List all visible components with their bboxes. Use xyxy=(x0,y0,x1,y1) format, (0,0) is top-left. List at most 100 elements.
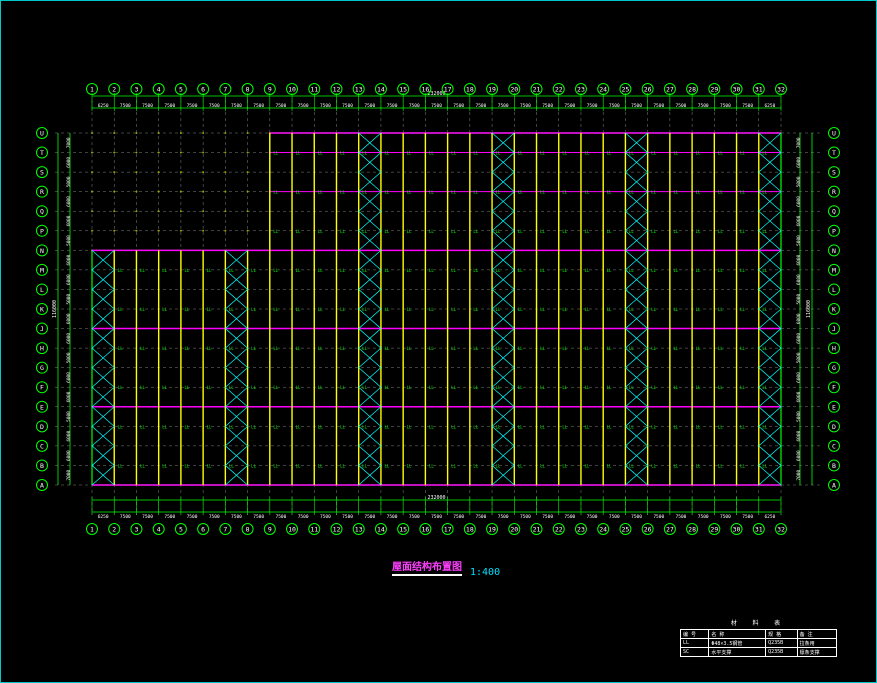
column-axis-label: 16 xyxy=(421,86,429,94)
column-axis-label: 8 xyxy=(246,86,250,94)
cross-brace xyxy=(491,465,515,486)
header-cell: 规 格 xyxy=(765,629,798,639)
cross-brace xyxy=(758,269,782,290)
column-axis-label: 13 xyxy=(355,526,363,534)
member-label: LL xyxy=(629,424,634,429)
column-axis-bubble xyxy=(330,523,343,535)
row-axis-label: Q xyxy=(40,208,44,216)
bay-dimension-label: 7500 xyxy=(587,514,598,520)
member-label: LL xyxy=(540,268,545,273)
member-label: LL xyxy=(318,190,323,195)
cross-brace xyxy=(91,367,115,388)
grid-node xyxy=(157,132,160,134)
bay-dimension-label: 7500 xyxy=(142,103,153,109)
column-axis-label: 17 xyxy=(444,86,452,94)
member-label: LL xyxy=(607,190,612,195)
row-axis-label: S xyxy=(40,169,44,177)
row-axis-label: K xyxy=(40,306,44,314)
member-label: LL xyxy=(162,463,167,468)
grid-node xyxy=(113,210,116,213)
column-axis-label: 24 xyxy=(599,86,607,94)
column-axis-bubble xyxy=(174,83,187,95)
row-axis-bubble xyxy=(828,381,840,394)
member-label: LL xyxy=(273,346,278,351)
cross-brace xyxy=(758,191,782,212)
grid-node xyxy=(113,151,116,154)
bay-dimension-label: 7500 xyxy=(498,514,509,520)
side-dimension-label: 6000 xyxy=(66,391,72,402)
cross-brace xyxy=(358,171,382,192)
cross-brace xyxy=(358,152,382,173)
cross-brace xyxy=(758,367,782,388)
member-label: LL xyxy=(518,463,523,468)
member-label: LL xyxy=(451,190,456,195)
member-label: LL xyxy=(651,463,656,468)
grid-node xyxy=(246,151,249,154)
side-dimension-label: 6000 xyxy=(66,196,72,207)
row-axis-label: J xyxy=(832,325,836,333)
grid-node xyxy=(135,190,138,193)
cross-brace xyxy=(758,289,782,310)
side-dimension-label: 7000 xyxy=(796,137,802,148)
grid-node xyxy=(157,171,160,174)
member-label: LL xyxy=(673,463,678,468)
column-axis-label: 27 xyxy=(666,526,674,534)
column-axis-label: 11 xyxy=(310,86,318,94)
member-label: LL xyxy=(696,385,701,390)
column-axis-label: 23 xyxy=(577,526,585,534)
member-label: LL xyxy=(740,151,745,156)
member-label: LL xyxy=(762,307,767,312)
grid-node xyxy=(224,229,227,232)
column-axis-bubble xyxy=(619,83,632,95)
member-label: LL xyxy=(696,307,701,312)
member-label: LL xyxy=(473,229,478,234)
member-label: LL xyxy=(340,463,345,468)
cross-brace xyxy=(358,308,382,329)
member-label: LL xyxy=(340,229,345,234)
cross-brace xyxy=(625,328,648,349)
bay-dimension-label: 7500 xyxy=(476,103,487,109)
bay-dimension-label: 7500 xyxy=(253,514,264,520)
row-axis-bubble xyxy=(828,322,840,335)
side-dimension-label: 5000 xyxy=(796,294,802,305)
grid-node xyxy=(91,151,93,154)
grid-node xyxy=(224,132,227,134)
member-label: LL xyxy=(273,151,278,156)
member-label: LL xyxy=(451,229,456,234)
cross-brace xyxy=(225,465,248,486)
cross-brace xyxy=(225,347,248,368)
cross-brace xyxy=(225,250,248,271)
bay-dimension-label: 7500 xyxy=(409,103,420,109)
member-label: LL xyxy=(318,268,323,273)
member-label: LL xyxy=(607,346,612,351)
cross-brace xyxy=(91,465,115,486)
member-label: LL xyxy=(585,424,590,429)
grid-node xyxy=(202,171,205,174)
column-axis-label: 20 xyxy=(510,86,518,94)
cross-brace xyxy=(758,328,782,349)
member-label: LL xyxy=(540,190,545,195)
row-axis-label: F xyxy=(832,384,836,392)
member-label: LL xyxy=(140,346,145,351)
member-label: LL xyxy=(407,268,412,273)
member-label: LL xyxy=(673,268,678,273)
member-label: LL xyxy=(296,307,301,312)
member-label: LL xyxy=(385,151,390,156)
column-axis-label: 22 xyxy=(555,526,563,534)
bay-dimension-label: 7500 xyxy=(364,103,375,109)
cross-brace xyxy=(91,445,115,466)
member-label: LL xyxy=(718,346,723,351)
cross-brace xyxy=(358,250,382,271)
grid-node xyxy=(157,210,160,213)
member-label: LL xyxy=(207,307,212,312)
member-label: LL xyxy=(385,229,390,234)
member-label: LL xyxy=(451,268,456,273)
cross-brace xyxy=(225,386,248,408)
column-axis-label: 12 xyxy=(333,86,341,94)
member-label: LL xyxy=(629,346,634,351)
cross-brace xyxy=(758,386,782,408)
member-label: LL xyxy=(496,229,501,234)
row-axis-bubble xyxy=(36,263,48,276)
member-label: LL xyxy=(340,190,345,195)
member-label: LL xyxy=(562,307,567,312)
